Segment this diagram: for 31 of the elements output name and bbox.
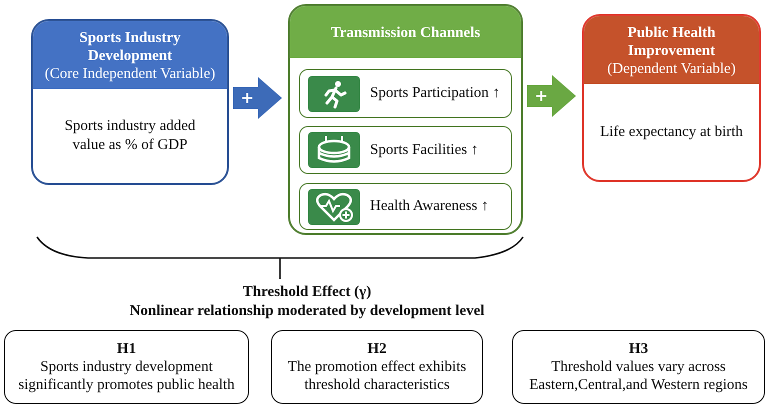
channel-panel [288, 4, 523, 235]
panel-title: Transmission Channels [330, 24, 480, 42]
channel-box [299, 69, 512, 118]
block-arrow [233, 77, 282, 119]
hypothesis-box [512, 330, 765, 404]
variable-card [582, 14, 761, 182]
annotation-text: Threshold Effect (γ) [242, 283, 372, 302]
hypothesis-box [271, 330, 483, 404]
annotation-text: Nonlinear relationship moderated by development level [130, 302, 484, 321]
hypothesis-text: The promotion effect exhibits threshold characteristics [286, 358, 468, 394]
block-arrow [527, 75, 576, 117]
edge-label: + [534, 88, 548, 104]
card-subtitle: (Dependent Variable) [607, 60, 736, 78]
card-title: Sports Industry Development [78, 28, 182, 64]
variable-card [31, 19, 229, 185]
hypothesis-title: H3 [628, 340, 648, 358]
channel-box [299, 183, 512, 230]
hypothesis-text: Sports industry development significantly promotes public health [17, 358, 236, 394]
channel-box [299, 126, 512, 174]
card-text: Life expectancy at birth [600, 122, 743, 142]
channel-text: Sports Facilities ↑ [370, 142, 478, 158]
edge-label: + [240, 90, 254, 106]
hypothesis-title: H1 [116, 340, 136, 358]
hypothesis-title: H2 [367, 340, 387, 358]
channel-text: Health Awareness ↑ [370, 198, 489, 215]
hypothesis-text: Threshold values vary across Eastern,Central,and Western regions [528, 358, 749, 394]
card-text: Sports industry added value as % of GDP [64, 117, 196, 155]
channel-text: Sports Participation ↑ [370, 85, 500, 102]
hypothesis-box [4, 330, 249, 404]
card-subtitle: (Core Independent Variable) [44, 64, 216, 82]
card-title: Public Health Improvement [626, 24, 716, 60]
